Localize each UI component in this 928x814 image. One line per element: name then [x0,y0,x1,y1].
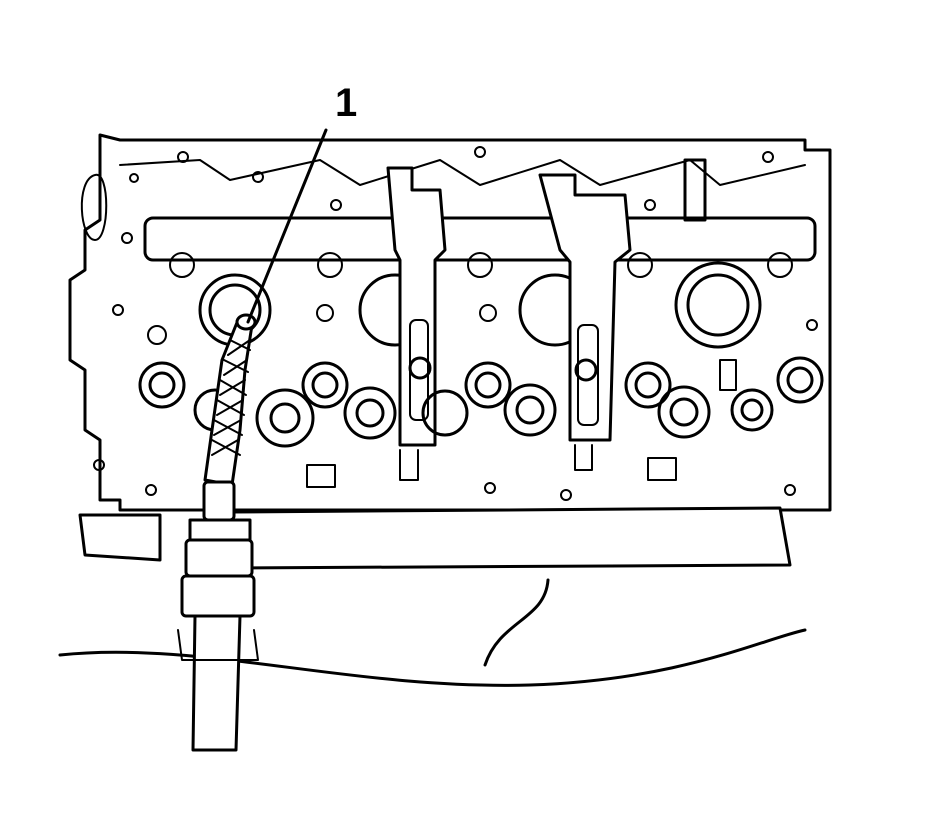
locking-bar [143,216,817,262]
lower-cover [58,506,807,687]
head-bolts [138,356,824,409]
pressure-gauge-hose [177,313,259,752]
callout-leader [246,128,328,324]
locking-tool-brackets [386,158,707,481]
callout-label-1: 1 [335,81,357,125]
cylinder-head [68,133,832,512]
valve-seats [193,359,774,488]
